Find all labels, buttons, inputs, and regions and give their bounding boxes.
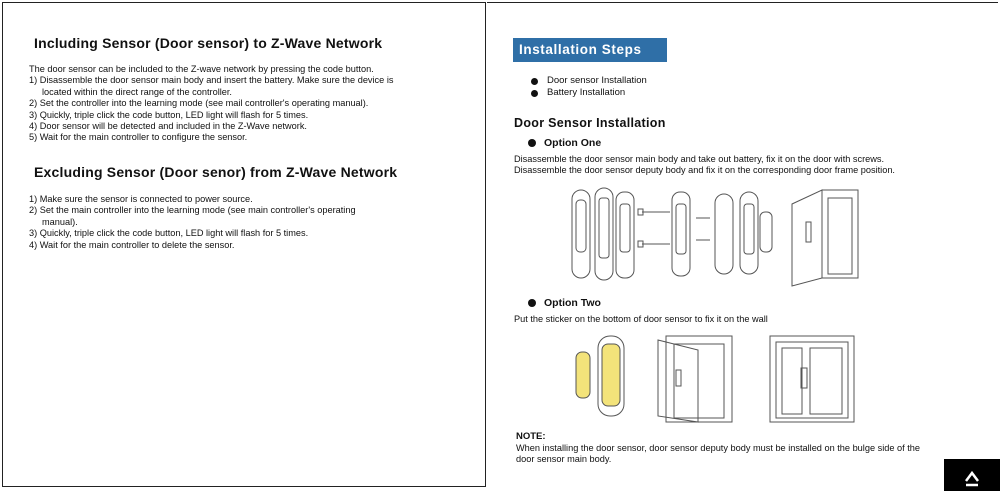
right-page <box>487 2 998 487</box>
excluding-step: 3) Quickly, triple click the code button… <box>29 228 309 239</box>
door-sensor-installation-heading: Door Sensor Installation <box>514 116 666 130</box>
excluding-title: Excluding Sensor (Door senor) from Z-Wav… <box>34 164 398 180</box>
sensor-cover-icon <box>615 191 635 279</box>
bullet-icon <box>531 89 538 97</box>
list-item: Battery Installation <box>531 87 647 99</box>
option-one-heading: Option One <box>528 137 601 149</box>
including-step: 3) Quickly, triple click the code button… <box>29 109 309 120</box>
excluding-step: 2) Set the main controller into the lear… <box>29 205 356 216</box>
including-title: Including Sensor (Door sensor) to Z-Wave… <box>34 35 383 51</box>
chevron-up-icon <box>965 470 979 487</box>
bullet-label: Battery Installation <box>547 87 626 98</box>
including-intro: The door sensor can be included to the Z… <box>29 64 374 74</box>
installation-steps-banner: Installation Steps <box>513 38 667 62</box>
option-two-text: Put the sticker on the bottom of door se… <box>514 314 768 324</box>
deputy-body-icon <box>671 191 691 277</box>
installation-bullets: Door sensor Installation Battery Install… <box>531 75 647 99</box>
including-step: located within the direct range of the c… <box>42 86 232 97</box>
including-step: 2) Set the controller into the learning … <box>29 98 369 109</box>
excluding-step: 4) Wait for the main controller to delet… <box>29 239 235 250</box>
list-item: Door sensor Installation <box>531 75 647 87</box>
excluding-steps: 1) Make sure the sensor is connected to … <box>29 194 356 251</box>
including-step: 1) Disassemble the door sensor main body… <box>29 75 394 86</box>
sticker-small-icon <box>575 351 591 399</box>
excluding-step: 1) Make sure the sensor is connected to … <box>29 194 253 204</box>
note-line: door sensor main body. <box>516 454 612 465</box>
bullet-label: Door sensor Installation <box>547 75 647 86</box>
option-one-label: Option One <box>544 137 602 149</box>
scroll-top-button[interactable] <box>944 459 1000 491</box>
option-one-line: Disassemble the door sensor main body an… <box>514 154 885 164</box>
option-two-heading: Option Two <box>528 297 601 309</box>
option-one-text: Disassemble the door sensor main body an… <box>514 154 895 177</box>
including-step: 5) Wait for the main controller to confi… <box>29 132 248 143</box>
note-text: When installing the door sensor, door se… <box>516 443 920 466</box>
sensor-body-icon <box>594 187 614 281</box>
option-two-label: Option Two <box>544 297 601 309</box>
bullet-icon <box>531 77 538 85</box>
note-line: When installing the door sensor, door se… <box>516 443 920 453</box>
excluding-step: manual). <box>42 216 78 227</box>
including-step: 4) Door sensor will be detected and incl… <box>29 121 307 132</box>
note-label: NOTE: <box>516 431 546 442</box>
option-one-illustration <box>571 187 859 287</box>
option-one-line: Disassemble the door sensor deputy body … <box>514 165 895 176</box>
bullet-icon <box>528 299 536 307</box>
sensor-body-icon <box>571 189 591 279</box>
left-page <box>2 2 486 487</box>
including-steps: The door sensor can be included to the Z… <box>29 64 393 144</box>
sticker-large-icon <box>601 343 621 407</box>
bullet-icon <box>528 139 536 147</box>
option-two-illustration <box>575 335 855 423</box>
